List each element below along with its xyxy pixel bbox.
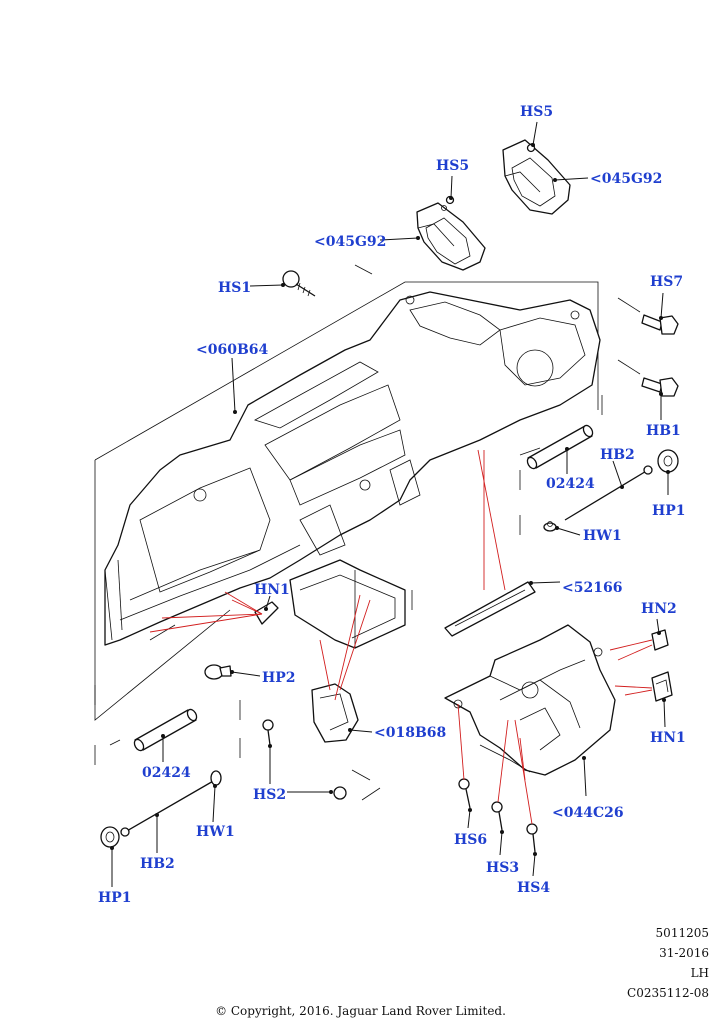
- tube-02424-right: [526, 424, 594, 470]
- washer-hw1-left: [210, 770, 222, 786]
- screw-hs1: [282, 270, 316, 297]
- callout-hs5-mid: HS5: [436, 158, 469, 174]
- callout-hn1-left: HN1: [254, 582, 290, 598]
- glovebox-bracket-044c26: [444, 624, 616, 776]
- callout-hs5-top: HS5: [520, 104, 553, 120]
- callout-hn1-right: HN1: [650, 730, 686, 746]
- push-pin-hp2: [204, 664, 232, 680]
- bracket-045g92-right: [502, 139, 571, 215]
- callout-hs2: HS2: [253, 787, 286, 803]
- callout-labels: HS5 <045G92 HS5 <045G92 HS1 HS7 <060B64 …: [98, 104, 686, 906]
- callout-045g92-right: <045G92: [590, 171, 662, 187]
- assembly-reference-lines: [149, 449, 653, 825]
- bracket-52166: [444, 581, 536, 637]
- screw-hs3: [491, 801, 503, 831]
- callout-hs4: HS4: [517, 880, 550, 896]
- callout-hp2: HP2: [262, 670, 296, 686]
- copyright-footer: © Copyright, 2016. Jaguar Land Rover Lim…: [215, 1004, 506, 1018]
- leader-lines: [110, 121, 670, 887]
- callout-02424-left: 02424: [142, 765, 191, 781]
- tube-02424-left: [133, 708, 198, 752]
- screw-hs4: [526, 823, 538, 853]
- callout-hs3: HS3: [486, 860, 519, 876]
- screw-hs2-lower: [333, 786, 347, 800]
- callout-hb2-right: HB2: [600, 447, 635, 463]
- callout-hw1-right: HW1: [583, 528, 622, 544]
- callout-045g92-left: <045G92: [314, 234, 386, 250]
- callout-018b68: <018B68: [374, 725, 446, 741]
- screw-hs2-upper: [262, 719, 274, 746]
- cross-car-beam-060b64: [104, 291, 601, 649]
- diagram-side: LH: [690, 966, 709, 980]
- washer-hp1-left: [100, 826, 120, 848]
- washer-hw1-right: [543, 521, 557, 532]
- illustration-number: C0235112-08: [627, 986, 709, 1000]
- callout-044c26: <044C26: [552, 805, 624, 821]
- callout-hp1-left: HP1: [98, 890, 132, 906]
- callout-hw1-left: HW1: [196, 824, 235, 840]
- bolt-hb2-right: [564, 465, 653, 521]
- clip-hn2: [651, 629, 669, 651]
- callout-060b64: <060B64: [196, 342, 269, 358]
- callout-hp1-right: HP1: [652, 503, 686, 519]
- callout-hb1: HB1: [646, 423, 681, 439]
- callout-52166: <52166: [562, 580, 622, 596]
- callout-hs7: HS7: [650, 274, 683, 290]
- diagram-date-code: 31-2016: [659, 946, 709, 960]
- callout-hb2-left: HB2: [140, 856, 175, 872]
- washer-hp1-right: [657, 449, 679, 473]
- callout-hs1: HS1: [218, 280, 251, 296]
- screw-hs6: [458, 778, 471, 809]
- bracket-018b68: [311, 683, 359, 743]
- callout-02424-right: 02424: [546, 476, 595, 492]
- exploded-parts-diagram: HS5 <045G92 HS5 <045G92 HS1 HS7 <060B64 …: [94, 104, 686, 906]
- bracket-045g92-left: [416, 202, 486, 271]
- clip-hn1-right: [651, 671, 673, 702]
- bolt-hs7: [641, 314, 679, 335]
- clip-hn1-left: [254, 601, 279, 625]
- diagram-reference-number: 5011205: [655, 926, 709, 940]
- callout-hn2: HN2: [641, 601, 677, 617]
- bolt-hb2-left: [120, 779, 216, 837]
- assembly-frame-lines: [94, 264, 641, 801]
- callout-hs6: HS6: [454, 832, 487, 848]
